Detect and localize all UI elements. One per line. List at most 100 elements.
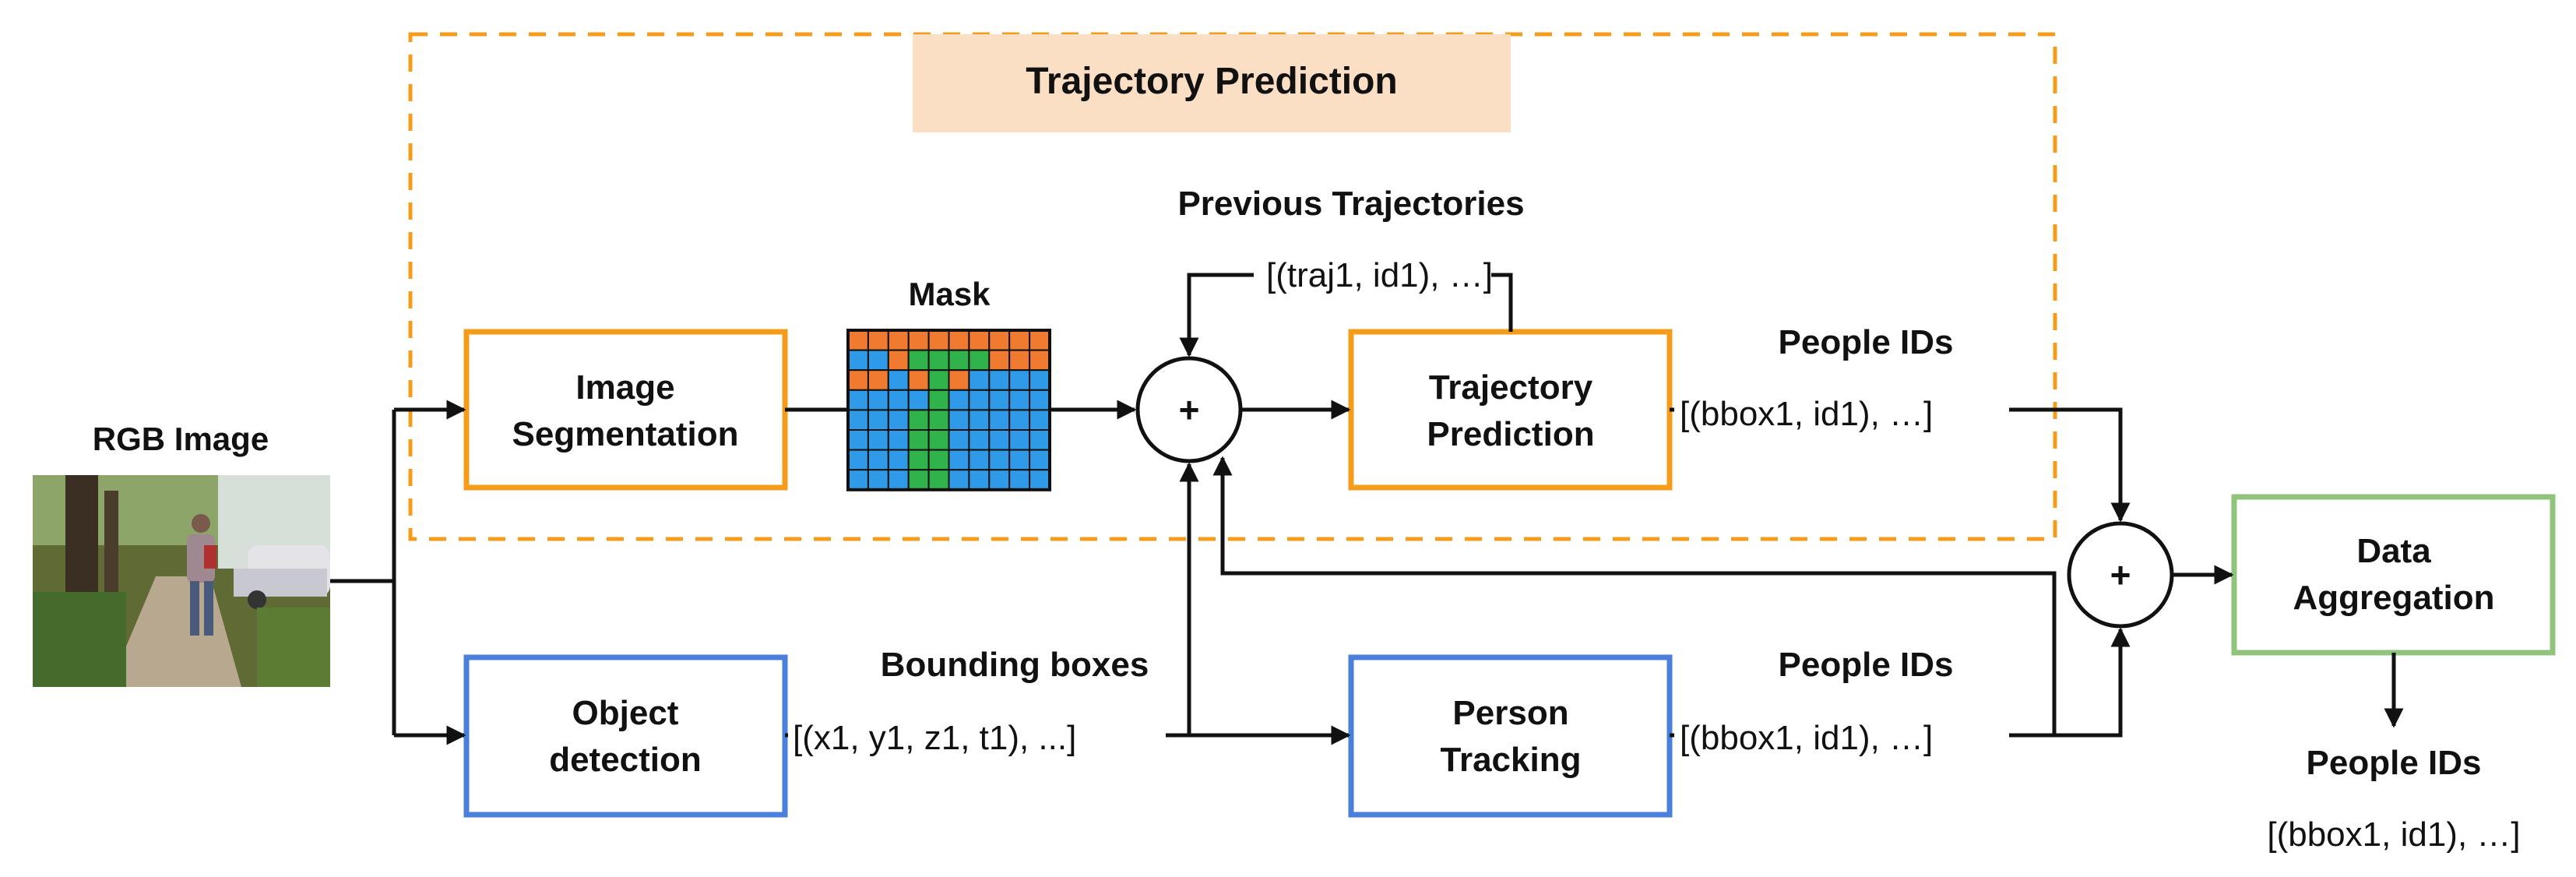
mask-cell <box>927 349 950 372</box>
mask-cell <box>968 449 991 471</box>
mask-cell <box>948 469 970 491</box>
rgb-image-thumbnail <box>33 475 330 687</box>
mask-cell <box>907 389 930 411</box>
mask-cell <box>988 329 1011 351</box>
mask-cell <box>847 409 869 431</box>
mask-cell <box>847 369 869 391</box>
trajectory-group-border <box>408 32 2057 541</box>
mask-cell <box>988 429 1011 451</box>
people-ids-top-label: People IDs <box>1779 323 1954 361</box>
mask-cell <box>907 429 930 451</box>
mask-cell <box>927 329 950 351</box>
top-merge-symbol: + <box>1179 389 1200 430</box>
trajectory-to-right-merge-arrow <box>2009 407 2131 523</box>
mask-cell <box>968 389 991 411</box>
mask-cell <box>988 469 1011 491</box>
previous-trajectories-feedback-arrow <box>1179 273 1254 357</box>
mask-cell <box>847 389 869 411</box>
previous-trajectories-label: Previous Trajectories <box>1177 185 1524 223</box>
mask-cell <box>867 389 889 411</box>
person-tracking-box <box>1348 654 1673 818</box>
trajectory-prediction-box <box>1348 329 1673 491</box>
object-detection-label-line2: detection <box>549 741 702 779</box>
mask-cell <box>988 409 1011 431</box>
mask-cell <box>847 469 869 491</box>
mask-cell <box>1029 369 1050 391</box>
mask-cell <box>867 329 889 351</box>
trajectory-feedback-arrow <box>1491 273 1513 332</box>
tracking-feedback-arrow <box>1212 456 2057 735</box>
previous-trajectories-value: [(traj1, id1), …] <box>1266 256 1493 294</box>
mask-cell <box>1029 349 1050 372</box>
mask-cell <box>1029 389 1050 411</box>
object-detection-label-line1: Object <box>572 694 679 732</box>
group-title: Trajectory Prediction <box>1026 61 1398 102</box>
people-ids-top-value: [(bbox1, id1), …] <box>1680 395 1933 433</box>
mask-cell <box>867 349 889 372</box>
mask-cell <box>907 369 930 391</box>
mask-cell <box>968 349 991 372</box>
person-tracking-label-line1: Person <box>1452 694 1568 732</box>
mask-cell <box>968 369 991 391</box>
mask-cell <box>887 349 910 372</box>
data-aggregation-label-line2: Aggregation <box>2293 579 2494 617</box>
mask-cell <box>847 349 869 372</box>
mask-cell <box>1008 349 1031 372</box>
people-ids-mid-label: People IDs <box>1779 646 1954 684</box>
mask-cell <box>927 369 950 391</box>
mask-cell <box>948 329 970 351</box>
mask-cell <box>887 449 910 471</box>
mask-cell <box>847 329 869 351</box>
mask-cell <box>1008 389 1031 411</box>
mask-cell <box>968 409 991 431</box>
input-label: RGB Image <box>93 421 269 457</box>
mask-cell <box>867 449 889 471</box>
mask-cell <box>927 429 950 451</box>
people-ids-output-label: People IDs <box>2307 744 2482 782</box>
trajectory-prediction-label-line2: Prediction <box>1427 415 1594 453</box>
data-aggregation-box <box>2231 494 2556 656</box>
mask-cell <box>968 469 991 491</box>
mask-cell <box>887 329 910 351</box>
mask-cell <box>907 329 930 351</box>
mask-cell <box>927 389 950 411</box>
mask-cell <box>948 429 970 451</box>
mask-cell <box>907 349 930 372</box>
mask-cell <box>948 349 970 372</box>
mask-cell <box>1008 369 1031 391</box>
mask-cell <box>887 389 910 411</box>
mask-cell <box>968 329 991 351</box>
mask-label: Mask <box>908 276 991 312</box>
mask-cell <box>887 469 910 491</box>
bounding-boxes-value: [(x1, y1, z1, t1), ...] <box>793 719 1076 757</box>
mask-cell <box>887 429 910 451</box>
mask-cell <box>1008 429 1031 451</box>
mask-cell <box>968 429 991 451</box>
mask-cell <box>867 369 889 391</box>
mask-cell <box>847 449 869 471</box>
mask-cell <box>1008 449 1031 471</box>
right-merge-symbol: + <box>2110 555 2131 595</box>
mask-cell <box>867 469 889 491</box>
mask-cell <box>887 409 910 431</box>
image-segmentation-label-line2: Segmentation <box>512 415 739 453</box>
people-ids-mid-value: [(bbox1, id1), …] <box>1680 719 1933 757</box>
mask-cell <box>927 469 950 491</box>
mask-cell <box>1008 329 1031 351</box>
mask-cell <box>1029 469 1050 491</box>
person-tracking-label-line2: Tracking <box>1441 741 1582 779</box>
mask-cell <box>927 449 950 471</box>
bounding-boxes-label: Bounding boxes <box>881 646 1149 684</box>
data-aggregation-label-line1: Data <box>2356 532 2431 570</box>
mask-cell <box>907 449 930 471</box>
people-ids-output-value: [(bbox1, id1), …] <box>2267 815 2520 854</box>
mask-cell <box>948 409 970 431</box>
image-segmentation-box <box>463 329 788 491</box>
mask-cell <box>907 409 930 431</box>
mask-cell <box>988 349 1011 372</box>
mask-cell <box>847 429 869 451</box>
image-segmentation-label-line1: Image <box>575 368 674 407</box>
tracking-to-right-merge-arrow <box>2009 627 2131 738</box>
mask-cell <box>1008 469 1031 491</box>
mask-cell <box>927 409 950 431</box>
